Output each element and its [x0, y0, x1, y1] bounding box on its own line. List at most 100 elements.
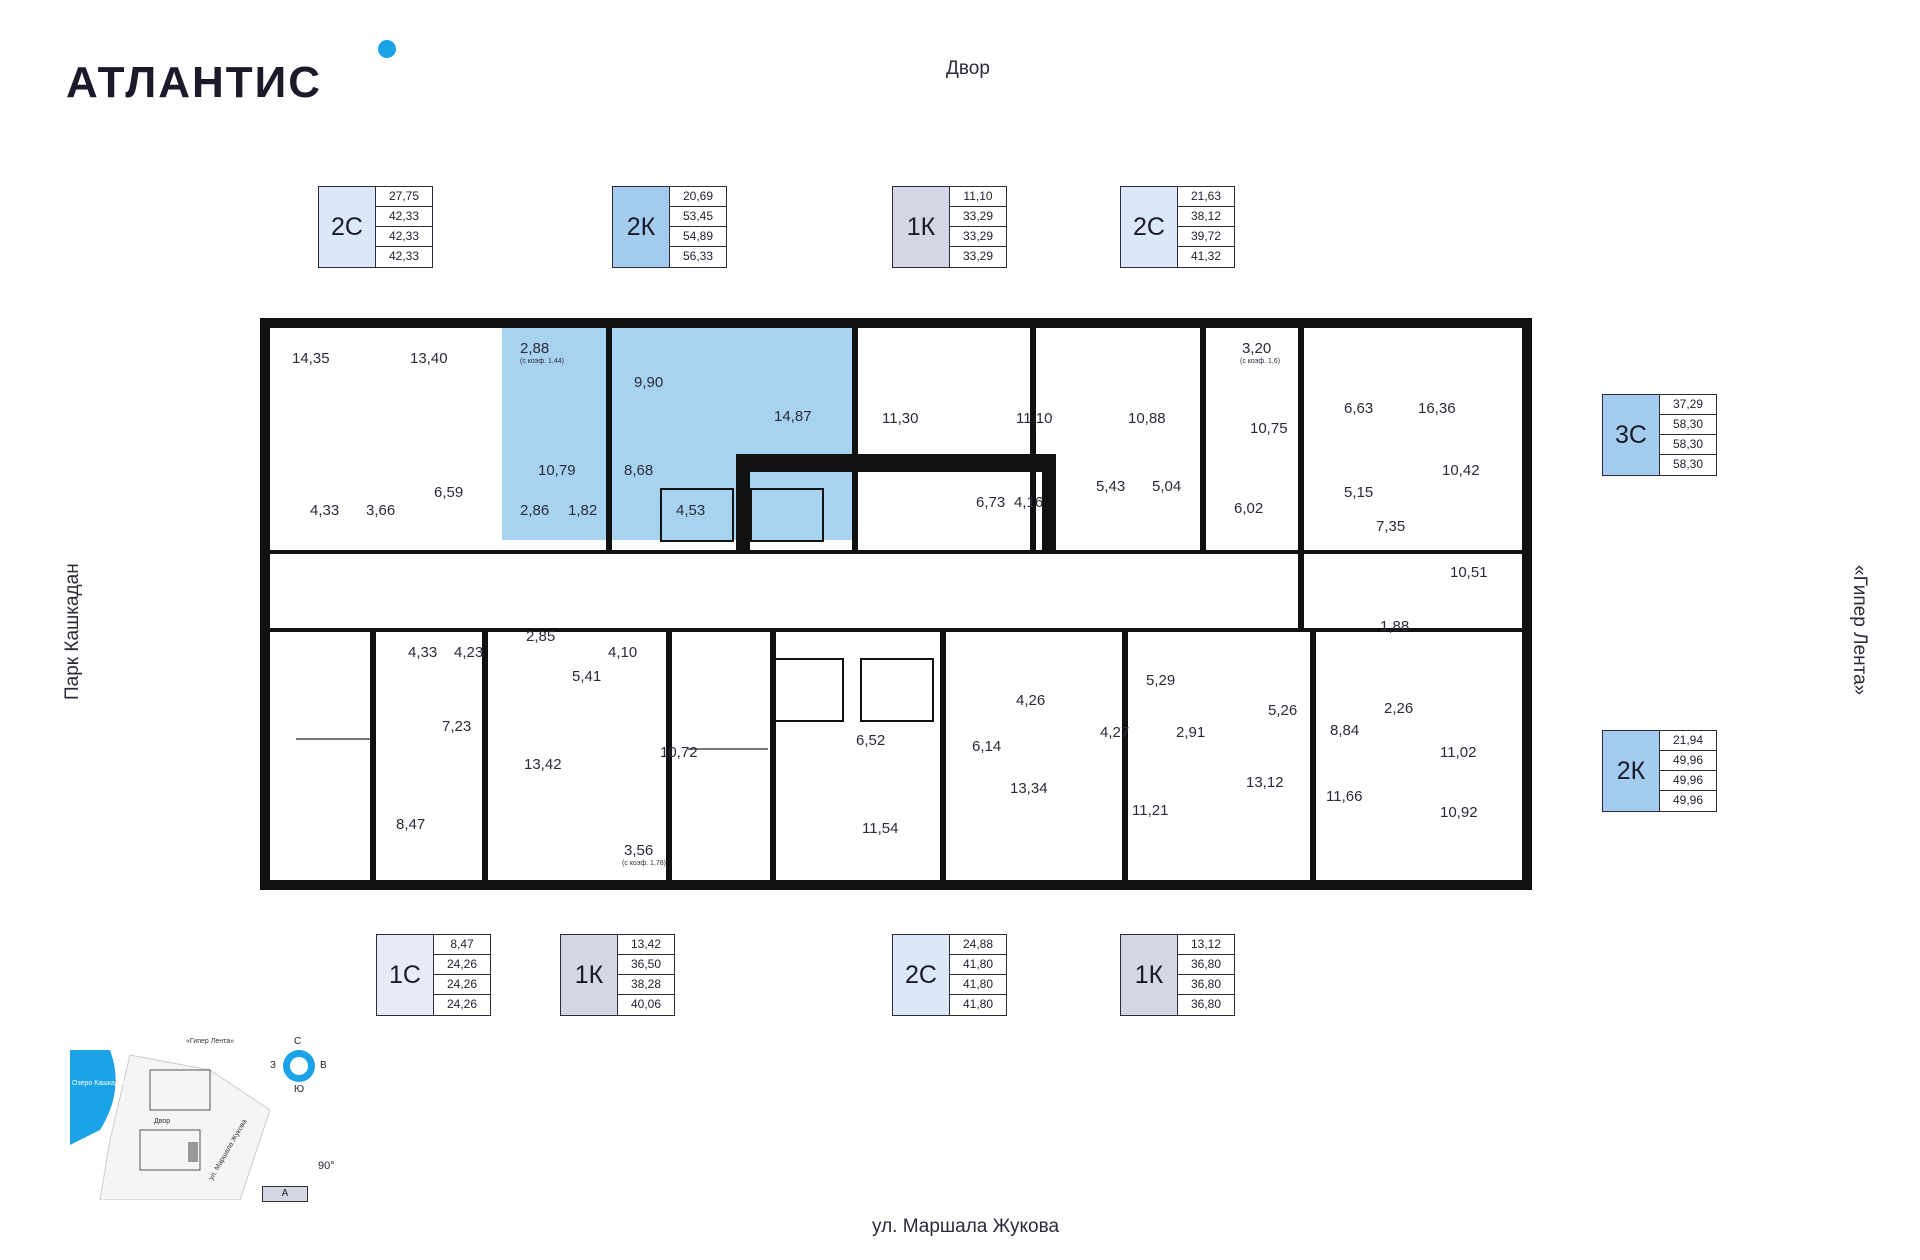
room: 4,53 — [676, 502, 706, 519]
room: 11,10 — [1016, 410, 1053, 427]
minimap-lake: Озеро Кашкадан — [72, 1080, 127, 1087]
room: 13,40 — [410, 350, 448, 367]
room-coef: (с коэф. 1,44) — [520, 358, 564, 365]
room: 4,16 — [1014, 494, 1044, 511]
room: 9,90 — [634, 374, 664, 391]
room: 4,33 — [408, 644, 438, 661]
room: 10,51 — [1450, 564, 1488, 581]
room: 4,33 — [310, 502, 340, 519]
floor-plan: 14,35 13,40 2,88 (с коэф. 1,44) 9,90 14,… — [260, 318, 1532, 890]
wall — [736, 454, 750, 554]
label-right: «Гипер Лента» — [1849, 565, 1870, 696]
room: 8,68 — [624, 462, 654, 479]
room: 6,59 — [434, 484, 464, 501]
room: 2,88 — [520, 340, 550, 357]
room: 7,35 — [1376, 518, 1406, 535]
legend-code: 2С — [893, 935, 950, 1015]
room: 14,35 — [292, 350, 330, 367]
wall — [270, 628, 1522, 632]
wall — [940, 628, 946, 890]
room: 11,02 — [1440, 744, 1477, 761]
stair — [688, 748, 768, 750]
room: 3,66 — [366, 502, 396, 519]
compass-east: В — [320, 1060, 327, 1071]
room: 2,91 — [1176, 724, 1206, 741]
compass-inner — [290, 1057, 308, 1075]
room: 13,12 — [1246, 774, 1284, 791]
elevator-4 — [860, 658, 934, 722]
lake-shape — [70, 1050, 116, 1145]
logo-dot-icon — [378, 40, 396, 58]
wall — [1200, 328, 1206, 550]
room: 1,82 — [568, 502, 598, 519]
elevator-1 — [660, 488, 734, 542]
legend-code: 1К — [561, 935, 618, 1015]
room: 7,23 — [442, 718, 472, 735]
wall — [666, 628, 672, 890]
room: 5,15 — [1344, 484, 1374, 501]
highlighted-apartment[interactable] — [502, 328, 852, 540]
room: 8,47 — [396, 816, 426, 833]
elevator-3 — [770, 658, 844, 722]
legend-code: 1С — [377, 935, 434, 1015]
room: 5,41 — [572, 668, 602, 685]
legend-code: 2К — [1603, 731, 1660, 811]
wall — [606, 328, 612, 550]
room: 6,14 — [972, 738, 1002, 755]
room: 4,23 — [454, 644, 484, 661]
room: 8,84 — [1330, 722, 1360, 739]
stair — [296, 738, 370, 740]
room: 3,20 — [1242, 340, 1272, 357]
room-coef: (с коэф. 1,6) — [1240, 358, 1281, 365]
wall — [1030, 328, 1036, 550]
wall — [1122, 628, 1128, 890]
room: 5,04 — [1152, 478, 1182, 495]
room: 3,56 — [624, 842, 654, 859]
room: 16,36 — [1418, 400, 1456, 417]
section-a-marker — [188, 1142, 198, 1162]
compass-north: С — [294, 1036, 302, 1047]
label-bottom: ул. Маршала Жукова — [872, 1216, 1060, 1237]
section-a-badge: А — [262, 1186, 308, 1202]
room: 5,29 — [1146, 672, 1176, 689]
room: 10,92 — [1440, 804, 1478, 821]
room: 2,85 — [526, 628, 556, 645]
wall — [1310, 628, 1316, 890]
wall — [1298, 328, 1304, 628]
room: 2,26 — [1384, 700, 1414, 717]
room: 4,27 — [1100, 724, 1130, 741]
room: 4,10 — [608, 644, 638, 661]
minimap-yard: Двор — [154, 1118, 171, 1125]
wall — [852, 328, 858, 550]
room: 5,43 — [1096, 478, 1126, 495]
room: 13,34 — [1010, 780, 1048, 797]
room-coef: (с коэф. 1,78) — [622, 860, 666, 867]
legend-code: 2С — [1121, 187, 1178, 267]
room: 14,87 — [774, 408, 812, 425]
room: 6,63 — [1344, 400, 1374, 417]
wall — [270, 550, 1522, 554]
legend-code: 1К — [893, 187, 950, 267]
room: 13,42 — [524, 756, 562, 773]
elevator-core — [736, 454, 1056, 472]
room: 6,73 — [976, 494, 1006, 511]
wall — [1042, 454, 1056, 554]
rotation-angle: 90° — [318, 1160, 335, 1172]
room: 11,30 — [882, 410, 919, 427]
room: 11,21 — [1132, 802, 1169, 819]
room: 11,66 — [1326, 788, 1363, 805]
room: 10,42 — [1442, 462, 1480, 479]
room: 2,86 — [520, 502, 550, 519]
legend-code: 1К — [1121, 935, 1178, 1015]
room: 6,02 — [1234, 500, 1264, 517]
